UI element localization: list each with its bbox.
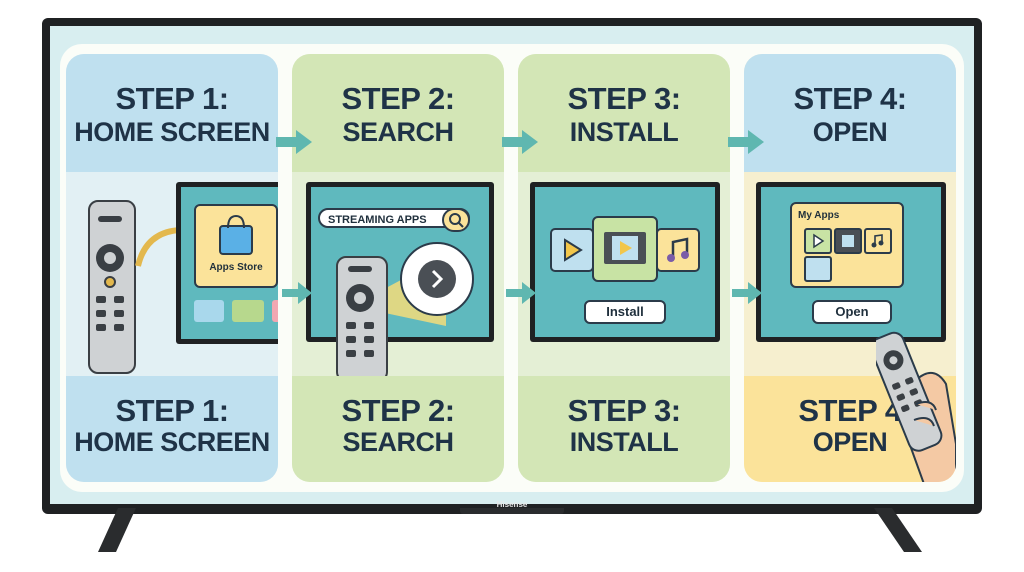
dpad-circle — [400, 242, 474, 316]
my-apps-label: My Apps — [798, 210, 840, 221]
step-2-header: STEP 2: SEARCH — [292, 54, 504, 172]
step-1-illustration: Apps Store — [66, 172, 278, 376]
step-2-illustration: STREAMING APPS — [292, 172, 504, 382]
search-text: STREAMING APPS — [328, 214, 427, 226]
tv-screen: STEP 1: HOME SCREEN — [50, 26, 974, 504]
step-1-subtitle: HOME SCREEN — [74, 117, 270, 147]
step-3-title: STEP 3: — [567, 81, 681, 116]
arrow-right-icon — [502, 130, 538, 154]
search-button[interactable] — [442, 208, 470, 232]
arrow-right-icon — [276, 130, 312, 154]
tv-stand-center — [460, 508, 564, 514]
install-button[interactable]: Install — [584, 300, 666, 324]
step-3-illustration: Install — [518, 172, 730, 376]
apps-store-label: Apps Store — [209, 262, 263, 273]
step-2-footer-title: STEP 2: — [341, 393, 455, 428]
step-1-mini-tv: Apps Store — [176, 182, 278, 344]
step-3-subtitle: INSTALL — [569, 117, 679, 147]
chevron-right-icon — [431, 269, 444, 289]
remote-control-icon — [336, 256, 388, 382]
step-3-card: STEP 3: INSTALL — [518, 54, 730, 482]
step-1-title: STEP 1: — [115, 81, 229, 116]
arrow-right-icon — [506, 282, 536, 304]
step-2-subtitle: SEARCH — [342, 117, 454, 147]
steps-panel: STEP 1: HOME SCREEN — [60, 44, 964, 492]
step-2-card: STEP 2: SEARCH STREAMING APPS — [292, 54, 504, 482]
step-3-mini-tv: Install — [530, 182, 720, 342]
step-3-footer-subtitle: INSTALL — [569, 427, 679, 457]
step-3-footer: STEP 3: INSTALL — [518, 376, 730, 482]
step-4-illustration: My Apps — [744, 172, 956, 376]
step-3-header: STEP 3: INSTALL — [518, 54, 730, 172]
step-1-footer-title: STEP 1: — [115, 393, 229, 428]
step-1-header: STEP 1: HOME SCREEN — [66, 54, 278, 172]
film-icon — [604, 232, 646, 264]
step-2-footer-subtitle: SEARCH — [342, 427, 454, 457]
remote-control-icon — [88, 200, 136, 374]
step-4-card: STEP 4: OPEN My Apps — [744, 54, 956, 482]
shopping-bag-icon — [219, 214, 253, 255]
step-1-card: STEP 1: HOME SCREEN — [66, 54, 278, 482]
music-note-icon — [871, 234, 884, 248]
step-1-footer: STEP 1: HOME SCREEN — [66, 376, 278, 482]
step-4-footer-title: STEP 4 — [798, 393, 902, 428]
arrow-right-icon — [728, 130, 764, 154]
search-icon — [449, 213, 464, 228]
step-2-footer: STEP 2: SEARCH — [292, 376, 504, 482]
arrow-right-icon — [282, 282, 312, 304]
step-1-footer-subtitle: HOME SCREEN — [74, 427, 270, 457]
step-4-subtitle: OPEN — [812, 117, 888, 147]
hand-remote-icon — [876, 331, 956, 482]
search-input[interactable]: STREAMING APPS — [318, 208, 470, 232]
arrow-right-icon — [732, 282, 762, 304]
step-2-mini-tv: STREAMING APPS — [306, 182, 494, 342]
my-apps-folder[interactable]: My Apps — [790, 202, 904, 288]
step-4-title: STEP 4: — [793, 81, 907, 116]
step-2-title: STEP 2: — [341, 81, 455, 116]
music-note-icon — [667, 237, 689, 262]
film-icon — [842, 235, 854, 247]
play-icon — [813, 233, 825, 249]
step-4-mini-tv: My Apps — [756, 182, 946, 342]
open-button[interactable]: Open — [812, 300, 892, 324]
step-4-footer-subtitle: OPEN — [812, 427, 888, 457]
tv-brand-logo: Hisense — [496, 500, 528, 509]
apps-store-tile[interactable]: Apps Store — [194, 204, 278, 288]
step-3-footer-title: STEP 3: — [567, 393, 681, 428]
step-4-header: STEP 4: OPEN — [744, 54, 956, 172]
play-icon — [564, 238, 583, 262]
